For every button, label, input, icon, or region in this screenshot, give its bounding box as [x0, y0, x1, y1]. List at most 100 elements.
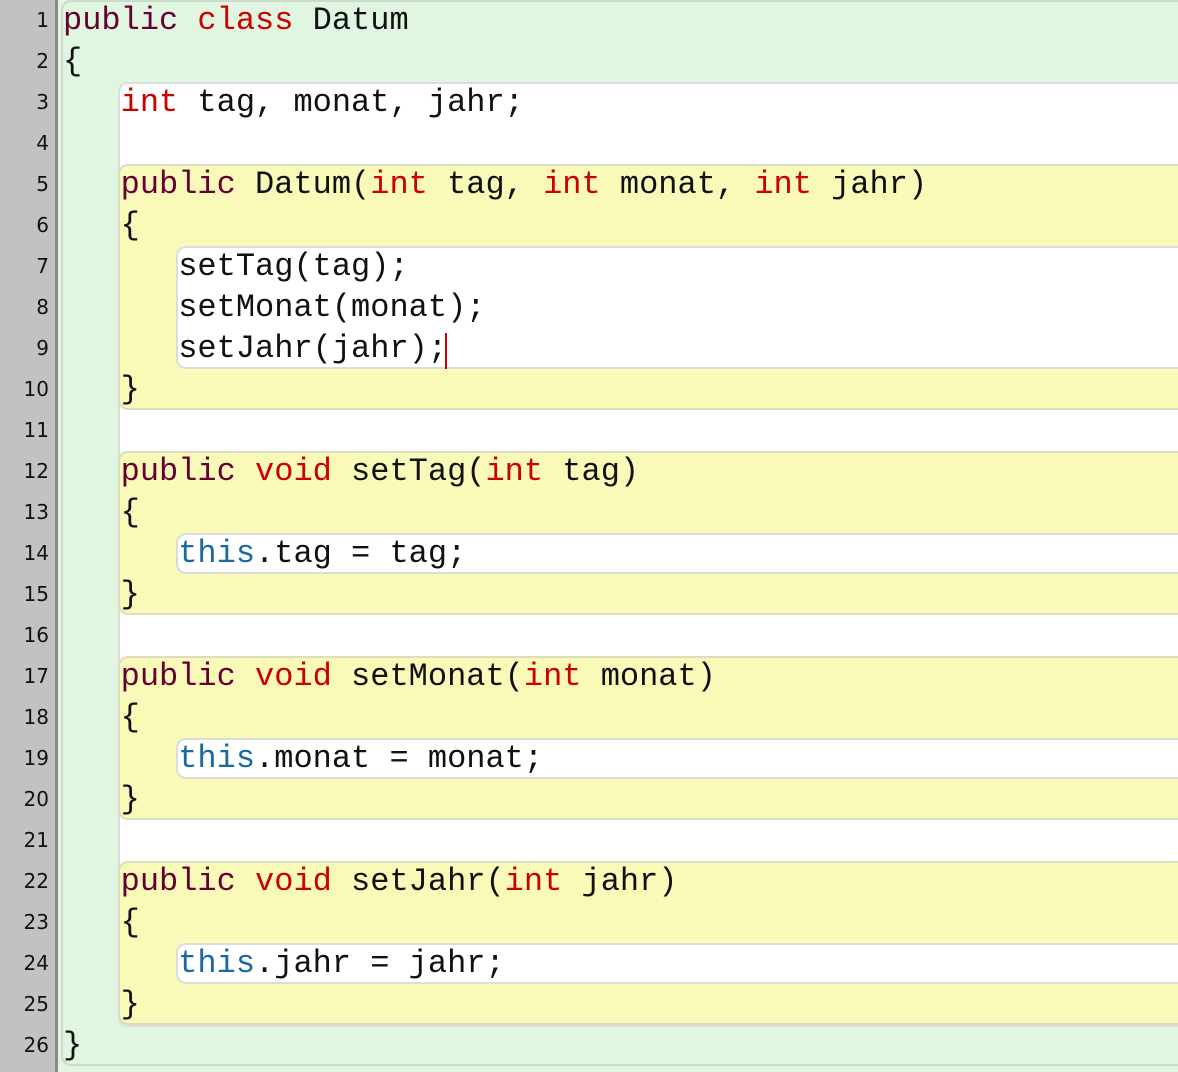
line-number: 26 — [23, 1033, 49, 1057]
code-token: .jahr = jahr; — [255, 945, 505, 982]
code-token — [63, 84, 121, 121]
keyword-token: int — [523, 658, 582, 695]
code-token: monat, — [600, 166, 755, 203]
line-number: 10 — [23, 377, 49, 401]
code-line[interactable]: } — [63, 1025, 927, 1066]
code-token: Datum — [293, 2, 409, 39]
code-line[interactable]: { — [63, 492, 927, 533]
keyword-token: this — [178, 740, 256, 777]
code-line[interactable]: public Datum(int tag, int monat, int jah… — [63, 164, 928, 205]
line-number: 8 — [36, 295, 49, 319]
code-token: } — [63, 986, 140, 1023]
keyword-token: int — [485, 453, 544, 490]
code-token: } — [63, 1027, 83, 1064]
setjahr-body-scope — [176, 943, 1178, 984]
line-number: 15 — [23, 582, 49, 606]
line-number: 3 — [36, 90, 49, 114]
code-line[interactable]: } — [63, 574, 927, 615]
keyword-token: int — [543, 166, 601, 203]
line-number: 7 — [36, 254, 49, 278]
code-token: } — [63, 781, 140, 818]
line-number: 18 — [23, 705, 49, 729]
code-token: setJahr(jahr); — [63, 330, 448, 367]
keyword-token: public — [120, 166, 236, 203]
code-line[interactable]: this.monat = monat; — [63, 738, 927, 779]
code-token: tag, monat, jahr; — [178, 84, 524, 121]
code-line[interactable]: } — [63, 984, 927, 1025]
settag-body-scope — [176, 533, 1178, 574]
code-token — [63, 166, 121, 203]
setmonat-body-scope — [176, 738, 1178, 779]
code-token — [63, 863, 121, 900]
code-line[interactable]: public class Datum — [63, 0, 927, 41]
code-line[interactable] — [63, 410, 927, 451]
code-token: setMonat( — [331, 658, 524, 695]
code-line[interactable]: { — [63, 41, 927, 82]
keyword-token: int — [754, 166, 812, 203]
code-line[interactable] — [63, 123, 927, 164]
line-number: 19 — [23, 746, 49, 770]
code-token: tag, — [427, 166, 544, 203]
line-number: 11 — [23, 418, 49, 442]
code-line[interactable] — [63, 615, 927, 656]
code-token: jahr) — [562, 863, 678, 900]
code-token: Datum( — [235, 166, 371, 203]
code-line[interactable]: public void setJahr(int jahr) — [63, 861, 927, 902]
line-number: 22 — [23, 869, 49, 893]
keyword-token: int — [504, 863, 563, 900]
constructor-body-scope — [176, 246, 1178, 369]
code-line[interactable]: setTag(tag); — [63, 246, 927, 287]
code-token: .tag = tag; — [255, 535, 467, 572]
keyword-token: int — [370, 166, 428, 203]
code-token: .monat = monat; — [255, 740, 544, 777]
code-line[interactable]: } — [63, 779, 927, 820]
line-number: 13 — [23, 500, 49, 524]
line-number: 5 — [36, 172, 49, 196]
keyword-token: void — [255, 658, 332, 695]
code-token — [63, 945, 178, 982]
line-number: 17 — [23, 664, 49, 688]
keyword-token: public — [120, 863, 236, 900]
code-token: jahr) — [811, 166, 928, 203]
line-number: 20 — [23, 787, 49, 811]
code-token: } — [63, 576, 140, 613]
code-token: { — [63, 43, 83, 80]
code-token: monat) — [581, 658, 716, 695]
line-number: 24 — [23, 951, 49, 975]
code-line[interactable]: { — [63, 205, 927, 246]
code-line[interactable]: } — [63, 369, 927, 410]
line-number: 9 — [36, 336, 49, 360]
code-line[interactable]: { — [63, 697, 927, 738]
code-token: setMonat(monat); — [63, 289, 486, 326]
line-number: 16 — [23, 623, 49, 647]
keyword-token: public — [120, 658, 236, 695]
code-line[interactable]: public void setMonat(int monat) — [63, 656, 927, 697]
code-line[interactable]: int tag, monat, jahr; — [63, 82, 927, 123]
keyword-token: public — [63, 2, 179, 39]
code-line[interactable]: this.jahr = jahr; — [63, 943, 927, 984]
code-token: tag) — [543, 453, 640, 490]
text-cursor — [445, 333, 447, 369]
code-token: { — [63, 494, 140, 531]
code-token — [63, 535, 178, 572]
code-token — [178, 2, 197, 39]
code-token — [236, 453, 255, 490]
keyword-token: public — [120, 453, 236, 490]
code-token — [63, 453, 121, 490]
line-number: 6 — [36, 213, 49, 237]
keyword-token: this — [178, 535, 256, 572]
code-editor[interactable]: public class Datum{ int tag, monat, jahr… — [63, 0, 927, 1066]
code-line[interactable]: public void setTag(int tag) — [63, 451, 927, 492]
code-line[interactable]: this.tag = tag; — [63, 533, 927, 574]
code-token: } — [63, 371, 140, 408]
code-line[interactable] — [63, 820, 927, 861]
keyword-token: this — [178, 945, 256, 982]
code-token — [236, 658, 255, 695]
line-number: 21 — [23, 828, 49, 852]
code-line[interactable]: setMonat(monat); — [63, 287, 927, 328]
code-line[interactable]: setJahr(jahr); — [63, 328, 927, 369]
line-number: 2 — [36, 49, 49, 73]
keyword-token: void — [255, 863, 332, 900]
code-line[interactable]: { — [63, 902, 927, 943]
